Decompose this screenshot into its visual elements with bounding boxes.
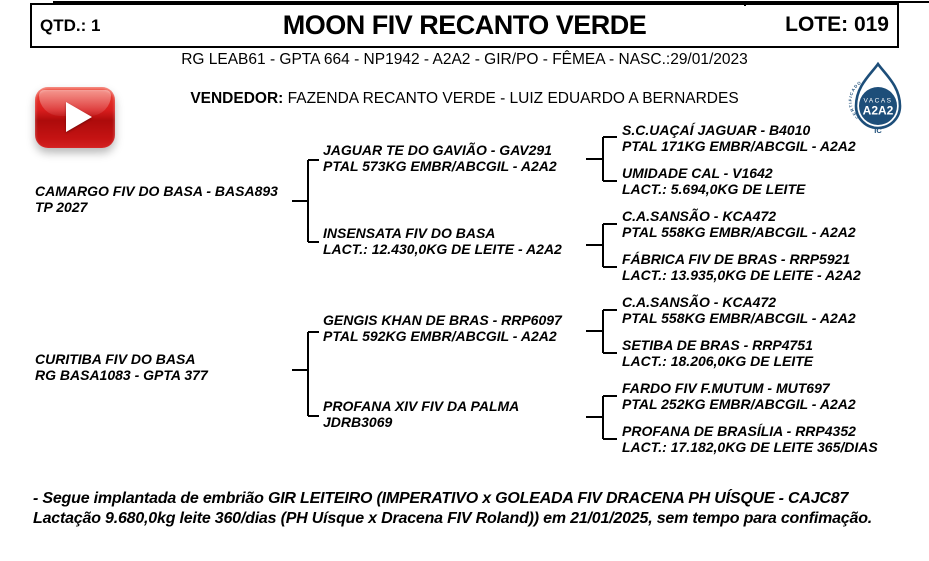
great-grandparent-info: LACT.: 13.935,0KG DE LEITE - A2A2: [622, 266, 861, 283]
grandparent-info: PTAL 573KG EMBR/ABCGIL - A2A2: [323, 157, 557, 174]
great-grandparent-node: SETIBA DE BRAS - RRP4751 LACT.: 18.206,0…: [622, 337, 814, 369]
dam-name: CURITIBA FIV DO BASA: [35, 351, 196, 367]
great-grandparent-info: PTAL 252KG EMBR/ABCGIL - A2A2: [622, 395, 856, 412]
page-title: MOON FIV RECANTO VERDE: [282, 10, 647, 40]
great-grandparent-name: SETIBA DE BRAS - RRP4751: [622, 337, 813, 353]
grandparent-name: INSENSATA FIV DO BASA: [323, 225, 496, 241]
vendor-line: VENDEDOR: FAZENDA RECANTO VERDE - LUIZ E…: [0, 90, 929, 108]
great-grandparent-node: FÁBRICA FIV DE BRAS - RRP5921 LACT.: 13.…: [622, 251, 861, 283]
grandparent-name: PROFANA XIV FIV DA PALMA: [323, 398, 520, 414]
great-grandparent-node: FARDO FIV F.MUTUM - MUT697 PTAL 252KG EM…: [622, 380, 856, 412]
badge-bottom-text: IC: [874, 126, 882, 135]
great-grandparent-name: FÁBRICA FIV DE BRAS - RRP5921: [622, 251, 851, 267]
play-icon: [66, 102, 92, 132]
grandparent-info: LACT.: 12.430,0KG DE LEITE - A2A2: [323, 240, 562, 257]
grandparent-info: PTAL 592KG EMBR/ABCGIL - A2A2: [323, 327, 557, 344]
great-grandparent-name: PROFANA DE BRASÍLIA - RRP4352: [622, 423, 856, 439]
vendor-label: VENDEDOR:: [190, 90, 284, 107]
great-grandparent-info: PTAL 558KG EMBR/ABCGIL - A2A2: [622, 309, 856, 326]
footnote-line2: Lactação 9.680,0kg leite 360/dias (PH Uí…: [33, 509, 873, 527]
footnote: - Segue implantada de embrião GIR LEITEI…: [33, 489, 872, 528]
qtd-label: QTD.: 1: [40, 16, 101, 35]
great-grandparent-node: S.C.UAÇAÍ JAGUAR - B4010 PTAL 171KG EMBR…: [622, 122, 856, 154]
great-grandparent-node: UMIDADE CAL - V1642 LACT.: 5.694,0KG DE …: [622, 165, 806, 197]
grandparent-node: JAGUAR TE DO GAVIÃO - GAV291 PTAL 573KG …: [323, 142, 557, 174]
grandparent-node: GENGIS KHAN DE BRAS - RRP6097 PTAL 592KG…: [323, 312, 562, 344]
video-play-button[interactable]: [35, 87, 115, 148]
dam-node: CURITIBA FIV DO BASA RG BASA1083 - GPTA …: [35, 351, 208, 383]
grandparent-node: INSENSATA FIV DO BASA LACT.: 12.430,0KG …: [323, 225, 562, 257]
grandparent-name: GENGIS KHAN DE BRAS - RRP6097: [323, 312, 562, 328]
great-grandparent-name: FARDO FIV F.MUTUM - MUT697: [622, 380, 830, 396]
sire-name: CAMARGO FIV DO BASA - BASA893: [35, 183, 278, 199]
great-grandparent-node: C.A.SANSÃO - KCA472 PTAL 558KG EMBR/ABCG…: [622, 294, 856, 326]
sire-info: TP 2027: [35, 198, 88, 215]
sire-node: CAMARGO FIV DO BASA - BASA893 TP 2027: [35, 183, 278, 215]
grandparent-node: PROFANA XIV FIV DA PALMA JDRB3069: [323, 398, 520, 430]
lote-label: LOTE: 019: [785, 13, 889, 36]
great-grandparent-node: PROFANA DE BRASÍLIA - RRP4352 LACT.: 17.…: [622, 423, 878, 455]
grandparent-name: JAGUAR TE DO GAVIÃO - GAV291: [323, 142, 552, 158]
animal-info-line: RG LEAB61 - GPTA 664 - NP1942 - A2A2 - G…: [181, 51, 748, 68]
great-grandparent-info: LACT.: 18.206,0KG DE LEITE: [622, 352, 814, 369]
great-grandparent-name: UMIDADE CAL - V1642: [622, 165, 773, 181]
great-grandparent-info: LACT.: 17.182,0KG DE LEITE 365/DIAS: [622, 438, 878, 455]
header-box: QTD.: 1 MOON FIV RECANTO VERDE LOTE: 019: [30, 3, 899, 48]
great-grandparent-info: LACT.: 5.694,0KG DE LEITE: [622, 180, 806, 197]
great-grandparent-info: PTAL 171KG EMBR/ABCGIL - A2A2: [622, 137, 856, 154]
great-grandparent-name: C.A.SANSÃO - KCA472: [622, 208, 777, 224]
great-grandparent-name: S.C.UAÇAÍ JAGUAR - B4010: [622, 122, 811, 138]
grandparent-info: JDRB3069: [323, 413, 393, 430]
vendor-name: FAZENDA RECANTO VERDE - LUIZ EDUARDO A B…: [287, 90, 739, 107]
great-grandparent-name: C.A.SANSÃO - KCA472: [622, 294, 777, 310]
footnote-line1: - Segue implantada de embrião GIR LEITEI…: [33, 490, 849, 507]
dam-info: RG BASA1083 - GPTA 377: [35, 366, 208, 383]
great-grandparent-info: PTAL 558KG EMBR/ABCGIL - A2A2: [622, 223, 856, 240]
great-grandparent-node: C.A.SANSÃO - KCA472 PTAL 558KG EMBR/ABCG…: [622, 208, 856, 240]
